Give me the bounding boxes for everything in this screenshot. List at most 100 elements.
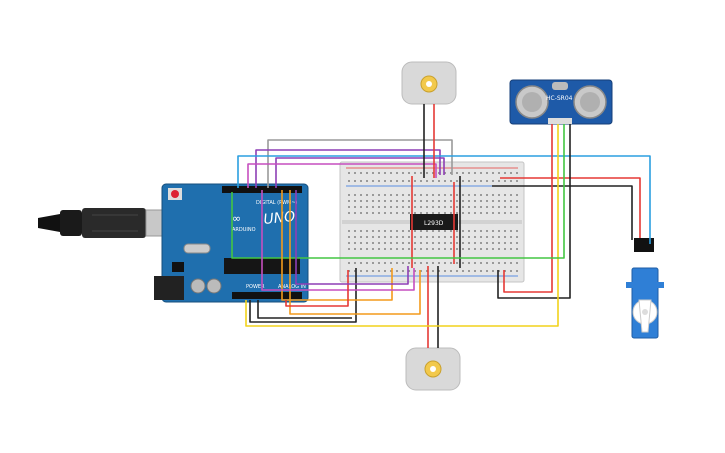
breadboard-hole (456, 194, 458, 196)
breadboard-hole (402, 180, 404, 182)
breadboard-hole (378, 262, 380, 264)
breadboard-hole (456, 248, 458, 250)
breadboard-hole (438, 242, 440, 244)
breadboard-hole (504, 242, 506, 244)
breadboard-hole (444, 270, 446, 272)
breadboard-hole (378, 270, 380, 272)
breadboard-hole (474, 230, 476, 232)
breadboard-hole (396, 270, 398, 272)
breadboard-hole (444, 236, 446, 238)
wire-sensor-yellow (245, 124, 559, 327)
breadboard-hole (348, 200, 350, 202)
wire-magenta (247, 163, 437, 188)
breadboard-hole (360, 262, 362, 264)
breadboard-hole (468, 248, 470, 250)
breadboard-hole (384, 212, 386, 214)
breadboard-hole (390, 270, 392, 272)
arduino-logo-mark: ∞ (232, 212, 241, 225)
breadboard-hole (510, 180, 512, 182)
breadboard-hole (438, 212, 440, 214)
breadboard-hole (426, 270, 428, 272)
breadboard-hole (426, 180, 428, 182)
breadboard-hole (510, 206, 512, 208)
breadboard-hole (414, 270, 416, 272)
breadboard-hole (510, 200, 512, 202)
breadboard-hole (468, 194, 470, 196)
breadboard-hole (492, 200, 494, 202)
wires (231, 104, 651, 348)
breadboard-hole (462, 236, 464, 238)
wire-blue (237, 155, 651, 244)
breadboard-hole (414, 172, 416, 174)
breadboard-hole (462, 262, 464, 264)
breadboard-hole (486, 206, 488, 208)
breadboard-hole (432, 248, 434, 250)
breadboard-hole (462, 270, 464, 272)
breadboard-hole (354, 172, 356, 174)
breadboard-hole (510, 172, 512, 174)
breadboard-hole (498, 242, 500, 244)
breadboard-hole (414, 262, 416, 264)
breadboard-hole (450, 236, 452, 238)
breadboard-hole (372, 236, 374, 238)
breadboard-hole (378, 200, 380, 202)
breadboard-hole (390, 200, 392, 202)
breadboard-hole (420, 270, 422, 272)
breadboard-hole (414, 200, 416, 202)
breadboard-hole (384, 194, 386, 196)
breadboard-hole (348, 212, 350, 214)
breadboard-hole (372, 200, 374, 202)
breadboard-hole (366, 248, 368, 250)
breadboard-hole (378, 248, 380, 250)
breadboard-hole (438, 200, 440, 202)
breadboard-hole (372, 172, 374, 174)
breadboard-hole (426, 236, 428, 238)
breadboard-hole (390, 262, 392, 264)
breadboard-hole (516, 212, 518, 214)
breadboard-hole (492, 194, 494, 196)
digital-header-label: DIGITAL (PWM~) (256, 200, 298, 206)
breadboard-hole (426, 242, 428, 244)
breadboard-hole (468, 270, 470, 272)
breadboard-hole (420, 212, 422, 214)
breadboard-hole (516, 200, 518, 202)
breadboard-hole (432, 206, 434, 208)
sensor-label: HC-SR04 (546, 95, 573, 102)
breadboard-hole (456, 270, 458, 272)
breadboard-hole (414, 230, 416, 232)
breadboard-hole (444, 212, 446, 214)
breadboard-hole (480, 230, 482, 232)
breadboard-hole (450, 180, 452, 182)
breadboard-hole (402, 248, 404, 250)
breadboard-hole (456, 200, 458, 202)
wire-red-bottom (285, 270, 349, 307)
breadboard-hole (498, 206, 500, 208)
breadboard-hole (384, 270, 386, 272)
breadboard-hole (486, 236, 488, 238)
breadboard-hole (516, 206, 518, 208)
breadboard-hole (492, 206, 494, 208)
breadboard-hole (366, 212, 368, 214)
breadboard-hole (360, 248, 362, 250)
breadboard-hole (366, 242, 368, 244)
breadboard-hole (396, 212, 398, 214)
breadboard-hole (426, 200, 428, 202)
breadboard-hole (516, 230, 518, 232)
breadboard-hole (486, 180, 488, 182)
breadboard-hole (444, 262, 446, 264)
breadboard-hole (498, 262, 500, 264)
arduino-brand-text: UNO (263, 209, 296, 228)
breadboard-hole (426, 212, 428, 214)
breadboard-hole (462, 248, 464, 250)
breadboard-hole (444, 180, 446, 182)
breadboard-hole (414, 248, 416, 250)
breadboard-hole (474, 206, 476, 208)
breadboard-hole (420, 236, 422, 238)
breadboard-hole (360, 270, 362, 272)
breadboard-hole (516, 172, 518, 174)
breadboard-hole (348, 236, 350, 238)
breadboard-hole (450, 242, 452, 244)
breadboard-hole (390, 180, 392, 182)
breadboard-hole (402, 242, 404, 244)
breadboard-hole (384, 230, 386, 232)
